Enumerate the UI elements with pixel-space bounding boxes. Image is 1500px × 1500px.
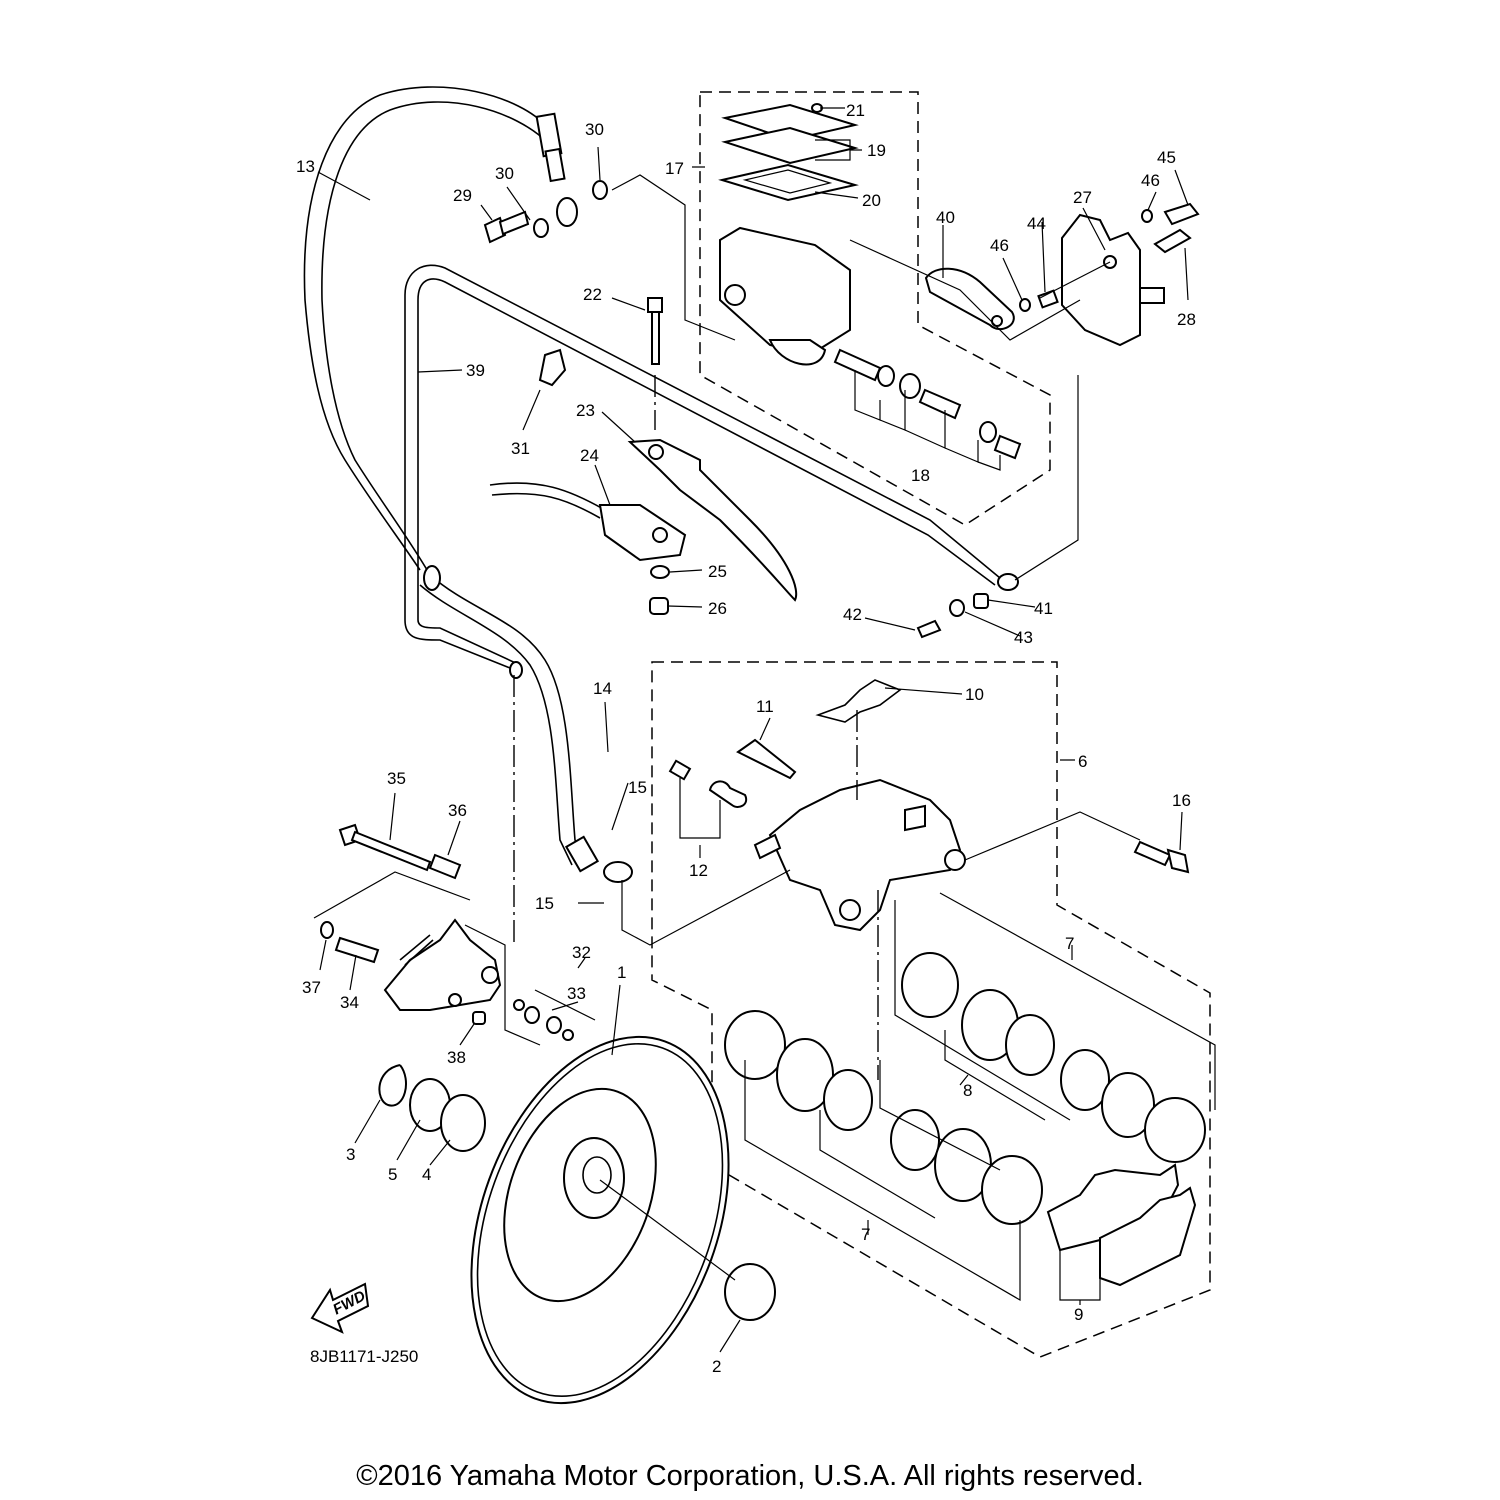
sleeve-34 <box>334 936 380 964</box>
brake-disc-1 <box>470 1035 730 1405</box>
callout-c33: 33 <box>567 984 586 1003</box>
pad-spring-10 <box>815 679 902 723</box>
brake-pads-9 <box>1046 1163 1197 1301</box>
bleed-screw-12 <box>668 759 748 839</box>
callout-c8: 8 <box>963 1081 972 1100</box>
callout-c13: 13 <box>296 157 315 176</box>
brake-lever-23 <box>627 438 798 602</box>
leader-lines <box>317 107 1189 1353</box>
bolt-29 <box>483 210 530 244</box>
caliper-group-box <box>651 661 1211 1358</box>
callout-c43: 43 <box>1014 628 1033 647</box>
bolt-16 <box>1133 840 1190 874</box>
callout-c19: 19 <box>867 141 886 160</box>
brake-hose-13 <box>303 86 633 883</box>
callout-c44: 44 <box>1027 214 1046 233</box>
nut-25-26 <box>649 565 670 615</box>
callout-c7b: 7 <box>861 1225 870 1244</box>
washer-30a <box>533 218 549 238</box>
callout-c5: 5 <box>388 1165 397 1184</box>
circlip-3 <box>378 1064 407 1107</box>
callout-c21: 21 <box>846 101 865 120</box>
callout-c28: 28 <box>1177 310 1196 329</box>
callout-c15a: 15 <box>628 778 647 797</box>
callout-c16: 16 <box>1172 791 1191 810</box>
callout-c30a: 30 <box>495 164 514 183</box>
callout-c14: 14 <box>593 679 612 698</box>
copyright-notice: ©2016 Yamaha Motor Corporation, U.S.A. A… <box>356 1460 1144 1492</box>
callout-c26: 26 <box>708 599 727 618</box>
callout-c45: 45 <box>1157 148 1176 167</box>
switch-31 <box>538 348 567 387</box>
callout-c41: 41 <box>1034 599 1053 618</box>
callout-c39: 39 <box>466 361 485 380</box>
washer-37 <box>320 921 334 939</box>
brake-cable-39 <box>404 264 1019 679</box>
bracket-33 <box>534 989 596 1021</box>
pedal-hardware <box>1019 202 1200 312</box>
callout-c1: 1 <box>617 963 626 982</box>
forward-arrow-icon: FWD <box>310 1282 370 1334</box>
callout-c17: 17 <box>665 159 684 178</box>
callout-c25: 25 <box>708 562 727 581</box>
bolt-35 <box>338 823 432 872</box>
callout-c4: 4 <box>422 1165 431 1184</box>
washer-30b <box>592 180 608 200</box>
piston-seal-brackets <box>744 890 1216 1302</box>
pin-11 <box>736 738 797 780</box>
callout-c36: 36 <box>448 801 467 820</box>
callout-c2: 2 <box>712 1357 721 1376</box>
master-cylinder-reservoir <box>718 103 859 366</box>
master-cylinder-group-box <box>699 91 1051 526</box>
rear-caliper-32 <box>383 918 502 1011</box>
axis-line-disc <box>599 1179 736 1281</box>
bearing-2 <box>724 1263 776 1321</box>
callout-c24: 24 <box>580 446 599 465</box>
pedal-bracket-27 <box>1061 213 1165 347</box>
seal-4 <box>440 1094 486 1152</box>
master-cylinder-piston-kit-18 <box>833 348 1022 471</box>
lever-holder-24 <box>489 482 687 562</box>
caliper-pistons-lower <box>724 1010 1043 1225</box>
bracket-35-36 <box>313 871 471 919</box>
callout-c23: 23 <box>576 401 595 420</box>
callout-c31: 31 <box>511 439 530 458</box>
callout-c46b: 46 <box>990 236 1009 255</box>
callout-c38: 38 <box>447 1048 466 1067</box>
callout-c34: 34 <box>340 993 359 1012</box>
callout-c12: 12 <box>689 861 708 880</box>
diagram-code: 8JB1171-J250 <box>310 1347 418 1366</box>
callout-c40: 40 <box>936 208 955 227</box>
callout-c22: 22 <box>583 285 602 304</box>
callout-c11: 11 <box>756 697 774 716</box>
callout-c7a: 7 <box>1065 934 1074 953</box>
cap-38 <box>472 1011 486 1025</box>
callout-c46a: 46 <box>1141 171 1160 190</box>
callout-c42: 42 <box>843 605 862 624</box>
pad-pins-33 <box>513 999 574 1041</box>
callout-c29: 29 <box>453 186 472 205</box>
callout-c9: 9 <box>1074 1305 1083 1324</box>
callout-c30b: 30 <box>585 120 604 139</box>
callout-c6: 6 <box>1078 752 1087 771</box>
callout-c10: 10 <box>965 685 984 704</box>
spring-36 <box>428 853 462 880</box>
callout-c35: 35 <box>387 769 406 788</box>
callout-c27: 27 <box>1073 188 1092 207</box>
callout-c37: 37 <box>302 978 321 997</box>
bracket-32 <box>464 924 541 1046</box>
callout-c32: 32 <box>572 943 591 962</box>
bolt-22 <box>647 297 663 365</box>
connector-lines <box>611 174 1141 946</box>
callout-c3: 3 <box>346 1145 355 1164</box>
callout-c20: 20 <box>862 191 881 210</box>
callout-labels: 1234567789101112131415151617181920212223… <box>296 101 1196 1376</box>
cable-end-hardware <box>916 593 989 639</box>
callout-c15b: 15 <box>535 894 554 913</box>
brake-caliper-6 <box>753 778 966 932</box>
caliper-pistons-upper <box>901 952 1206 1163</box>
brake-pedal-40 <box>924 267 1015 331</box>
callout-c18: 18 <box>911 466 930 485</box>
